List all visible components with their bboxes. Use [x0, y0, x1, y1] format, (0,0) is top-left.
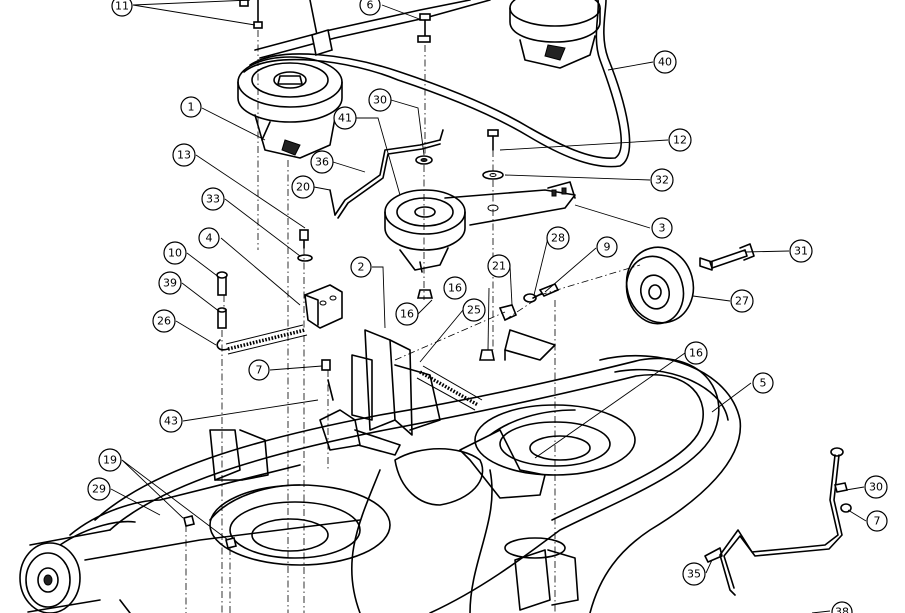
callout-27: 27: [730, 289, 754, 313]
deck-left-dome: [209, 484, 391, 566]
svg-text:32: 32: [655, 174, 669, 187]
callout-31: 31: [789, 239, 813, 263]
deck-bracket-left: [209, 429, 269, 481]
hardware-set: [183, 0, 852, 549]
svg-text:33: 33: [206, 193, 220, 206]
callout-39: 39: [158, 271, 182, 295]
callout-36: 36: [310, 150, 334, 174]
callout-40: 40: [653, 50, 677, 74]
svg-text:7: 7: [256, 364, 263, 377]
svg-text:10: 10: [168, 247, 182, 260]
idler-arm: [444, 181, 576, 226]
svg-text:2: 2: [358, 261, 365, 274]
svg-text:16: 16: [689, 347, 703, 360]
callout-33: 33: [201, 187, 225, 211]
spring-left-outline: [225, 324, 308, 355]
callout-32: 32: [650, 168, 674, 192]
svg-text:31: 31: [794, 245, 808, 258]
svg-text:41: 41: [338, 112, 352, 125]
svg-text:20: 20: [296, 181, 310, 194]
svg-text:38: 38: [835, 606, 849, 613]
callout-16-upper: 16: [443, 276, 467, 300]
deck-center-ridge: [350, 447, 566, 613]
leader-lines: [110, 0, 867, 613]
svg-text:35: 35: [687, 568, 701, 581]
callout-21: 21: [487, 254, 511, 278]
svg-text:6: 6: [367, 0, 374, 12]
svg-text:36: 36: [315, 156, 329, 169]
svg-text:3: 3: [659, 222, 666, 235]
gauge-wheel-left: [19, 529, 111, 613]
svg-text:1: 1: [188, 101, 195, 114]
callout-9: 9: [596, 236, 618, 258]
assembly-centerlines: [185, 30, 641, 613]
svg-text:30: 30: [373, 94, 387, 107]
callout-3: 3: [651, 217, 673, 239]
front-lift-rod: [704, 447, 844, 596]
spring-right-outline: [416, 365, 483, 411]
spring-bracket: [304, 284, 343, 329]
callout-30-right: 30: [864, 475, 888, 499]
callout-10: 10: [163, 241, 187, 265]
callout-25: 25: [462, 298, 486, 322]
svg-text:7: 7: [874, 515, 881, 528]
callout-19: 19: [98, 448, 122, 472]
callout-1: 1: [180, 96, 202, 118]
callout-11: 11: [111, 0, 133, 17]
callout-29: 29: [87, 477, 111, 501]
left-spindle-assembly: [237, 56, 343, 159]
svg-text:39: 39: [163, 277, 177, 290]
callout-5: 5: [752, 372, 774, 394]
wheel-bolt: [699, 243, 755, 271]
svg-text:26: 26: [157, 315, 171, 328]
callout-35: 35: [682, 562, 706, 586]
callout-7-right: 7: [866, 510, 888, 532]
callout-12: 12: [668, 128, 692, 152]
svg-text:40: 40: [658, 56, 672, 69]
gauge-wheel-right: [625, 246, 695, 325]
callout-16-middle: 16: [395, 302, 419, 326]
svg-text:27: 27: [735, 295, 749, 308]
svg-text:13: 13: [177, 149, 191, 162]
svg-text:16: 16: [400, 308, 414, 321]
svg-text:9: 9: [604, 241, 611, 254]
callout-30-top: 30: [368, 88, 392, 112]
callout-4: 4: [198, 227, 220, 249]
svg-text:12: 12: [673, 134, 687, 147]
spring-right: [419, 370, 479, 407]
right-spindle-assembly: [509, 0, 601, 69]
svg-text:5: 5: [760, 377, 767, 390]
callout-28: 28: [546, 226, 570, 250]
pivot-bracket: [459, 329, 556, 499]
svg-text:21: 21: [492, 260, 506, 273]
callout-41: 41: [333, 106, 357, 130]
callout-16-lower: 16: [684, 341, 708, 365]
callout-13: 13: [172, 143, 196, 167]
svg-text:19: 19: [103, 454, 117, 467]
center-bracket: [319, 329, 441, 456]
mower-belt: [243, 0, 631, 168]
svg-text:28: 28: [551, 232, 565, 245]
callout-7-center: 7: [248, 359, 270, 381]
svg-text:16: 16: [448, 282, 462, 295]
callout-38: 38: [831, 601, 853, 613]
svg-text:30: 30: [869, 481, 883, 494]
svg-text:25: 25: [467, 304, 481, 317]
deck-housing: [59, 354, 742, 613]
svg-text:11: 11: [115, 0, 129, 13]
idler-pulley-assembly: [384, 189, 466, 273]
svg-text:29: 29: [92, 483, 106, 496]
svg-text:43: 43: [164, 415, 178, 428]
callout-2: 2: [350, 256, 372, 278]
spring-left: [227, 328, 306, 351]
callout-20: 20: [291, 175, 315, 199]
deck-bracket-front: [514, 549, 579, 611]
callout-26: 26: [152, 309, 176, 333]
svg-text:4: 4: [206, 232, 213, 245]
callout-6: 6: [359, 0, 381, 16]
spring-left-hook: [216, 339, 229, 351]
callout-43: 43: [159, 409, 183, 433]
